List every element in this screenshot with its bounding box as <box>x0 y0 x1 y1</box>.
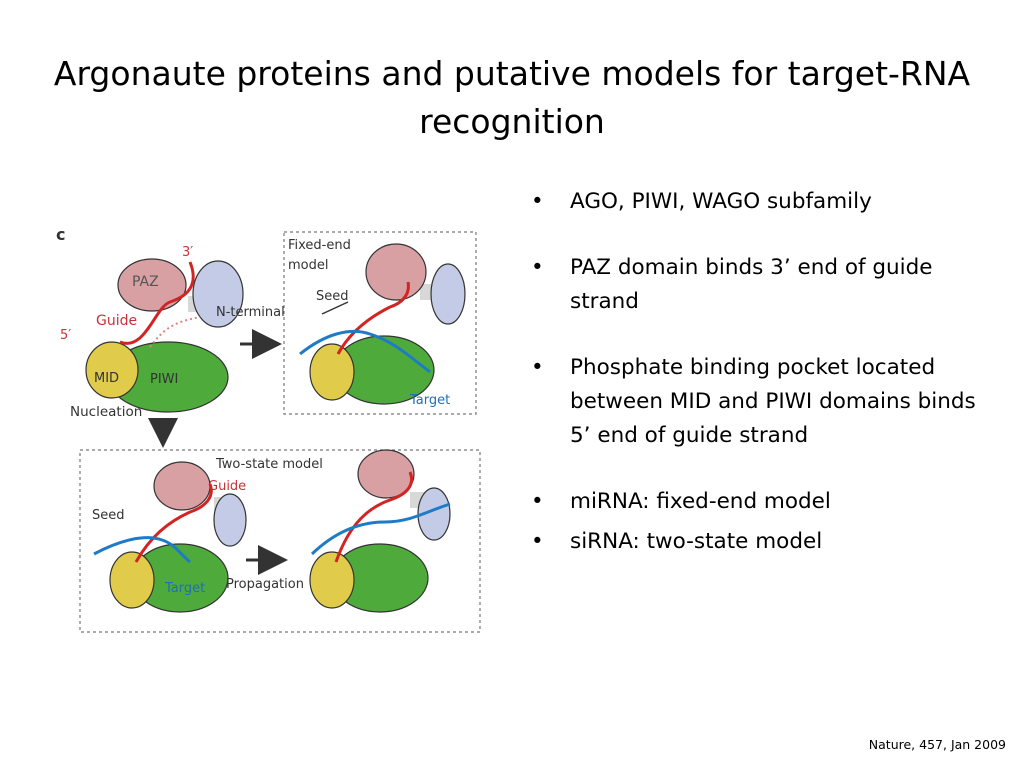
bullet-text: siRNA: two-state model <box>570 529 823 554</box>
bullet-dot: • <box>531 189 544 214</box>
fixed-end-model-panel: Fixed-end model Seed Target <box>283 231 477 415</box>
two-state-seed-label: Seed <box>92 508 125 523</box>
bullet-text: Phosphate binding pocket located between… <box>570 355 976 448</box>
figure-diagram: c PAZ 3′ Guide 5′ N-terminal MID PIWI Nu… <box>56 225 481 633</box>
five-prime-label: 5′ <box>60 328 71 343</box>
guide-rungs <box>149 316 201 348</box>
bullet-text: PAZ domain binds 3’ end of guide strand <box>570 255 933 314</box>
two-state-label: Two-state model <box>215 457 323 472</box>
fixed-end-box <box>283 231 477 415</box>
paz-label: PAZ <box>132 274 159 290</box>
bullet-item: • miRNA: fixed-end model <box>528 485 988 519</box>
two-state-right-mid <box>309 551 355 609</box>
two-state-right-paz <box>357 449 415 499</box>
bullet-item: • PAZ domain binds 3’ end of guide stran… <box>528 251 988 319</box>
fixed-end-label-1: Fixed-end <box>288 238 351 253</box>
title-line-2: recognition <box>419 102 605 141</box>
paz-domain <box>117 258 187 312</box>
fixed-seed-marker <box>321 301 349 315</box>
propagation-label: Propagation <box>226 577 304 592</box>
fixed-n-terminal-domain <box>430 263 466 325</box>
bullet-text: AGO, PIWI, WAGO subfamily <box>570 189 872 214</box>
two-state-box <box>79 449 481 633</box>
two-state-left-mid <box>109 551 155 609</box>
two-state-model-panel: Two-state model Guide Seed Target Propag… <box>79 449 481 633</box>
bullet-item: • Phosphate binding pocket located betwe… <box>528 351 988 453</box>
two-state-target-label: Target <box>164 581 205 596</box>
fixed-guide-strand <box>336 281 410 355</box>
bullet-item: • siRNA: two-state model <box>528 525 988 559</box>
slide-title: Argonaute proteins and putative models f… <box>40 50 984 146</box>
guide-strand <box>119 261 195 345</box>
fixed-seed-label: Seed <box>316 289 349 304</box>
fixed-target-strand <box>299 329 431 374</box>
guide-label: Guide <box>96 313 137 329</box>
two-state-left-guide <box>134 483 213 563</box>
nucleation-label: Nucleation <box>70 404 142 420</box>
title-line-1: Argonaute proteins and putative models f… <box>53 54 971 93</box>
three-prime-label: 3′ <box>182 245 193 260</box>
two-state-guide-label: Guide <box>208 479 246 494</box>
bullet-dot: • <box>531 355 544 380</box>
two-state-left-target <box>93 536 191 564</box>
argonaute-model-figure: c PAZ 3′ Guide 5′ N-terminal MID PIWI Nu… <box>50 222 490 642</box>
n-terminal-domain <box>192 260 244 328</box>
fixed-mid-domain <box>309 343 355 401</box>
n-terminal-label: N-terminal <box>216 305 285 320</box>
piwi-label: PIWI <box>150 372 178 387</box>
bullet-list: • AGO, PIWI, WAGO subfamily • PAZ domain… <box>528 185 988 559</box>
panel-letter: c <box>56 225 65 244</box>
two-state-right-n-terminal <box>417 487 451 541</box>
citation: Nature, 457, Jan 2009 <box>868 737 1006 752</box>
two-state-right-guide <box>334 471 414 563</box>
fixed-paz-domain <box>365 243 427 301</box>
bullet-item: • AGO, PIWI, WAGO subfamily <box>528 185 988 219</box>
bullet-text: miRNA: fixed-end model <box>570 489 831 514</box>
bullet-dot: • <box>531 529 544 554</box>
two-state-left-paz <box>153 461 211 511</box>
fixed-end-label-2: model <box>288 258 328 273</box>
fixed-target-label: Target <box>409 393 450 408</box>
mid-label: MID <box>94 371 119 386</box>
complex-initial: PAZ 3′ Guide 5′ N-terminal MID PIWI Nucl… <box>60 245 285 420</box>
bullet-dot: • <box>531 489 544 514</box>
two-state-left-n-terminal <box>213 493 247 547</box>
two-state-right-target <box>310 502 451 556</box>
mid-domain <box>85 341 139 399</box>
bullet-dot: • <box>531 255 544 280</box>
